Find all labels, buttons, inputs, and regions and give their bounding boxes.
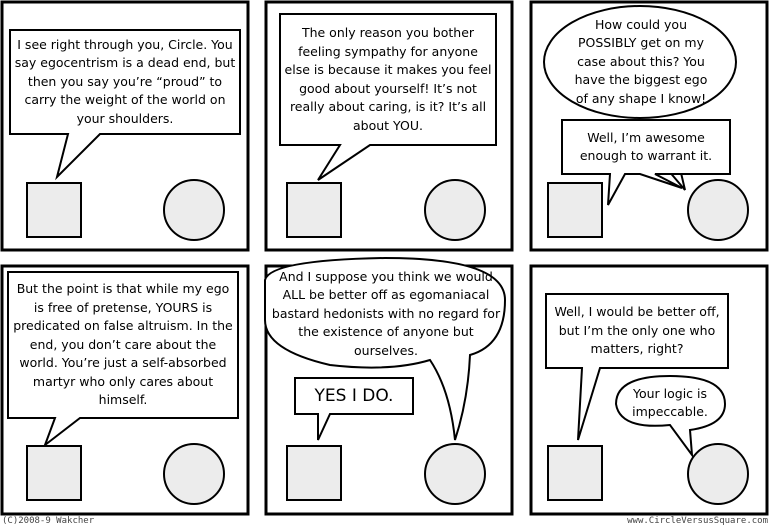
dialogue-p5b: YES I DO. — [314, 385, 394, 406]
circle-character — [163, 443, 225, 505]
speech-bubble-p5 — [264, 256, 507, 441]
square-character — [26, 182, 82, 238]
dialogue-p3a: How could you POSSIBLY get on my case ab… — [574, 16, 708, 106]
speech-bubble-p4 — [7, 271, 239, 448]
circle-character — [687, 179, 749, 241]
dialogue-p2: The only reason you bother feeling sympa… — [284, 25, 492, 133]
speech-bubble-p6 — [545, 293, 729, 441]
square-character — [547, 445, 603, 501]
speech-bubble-p6b — [614, 374, 727, 459]
square-character — [547, 182, 603, 238]
website-link[interactable]: www.CircleVersusSquare.com — [627, 516, 768, 526]
speech-bubble-p2 — [279, 13, 497, 181]
speech-bubble-p1 — [9, 29, 241, 181]
square-character — [286, 182, 342, 238]
dialogue-p6a: Well, I would be better off, but I’m the… — [554, 304, 720, 357]
square-character — [286, 445, 342, 501]
dialogue-p5a: And I suppose you think we would ALL be … — [271, 268, 501, 358]
circle-character — [687, 443, 749, 505]
square-character — [26, 445, 82, 501]
copyright-text: (C)2008-9 Wakcher — [2, 516, 95, 526]
dialogue-p1: I see right through you, Circle. You say… — [14, 36, 236, 126]
dialogue-p3b: Well, I’m awesome enough to warrant it. — [579, 129, 713, 164]
circle-character — [424, 179, 486, 241]
speech-bubble-p5b — [294, 377, 414, 441]
thought-bubble-p3 — [543, 5, 737, 119]
speech-bubble-p3 — [561, 119, 731, 206]
circle-character — [163, 179, 225, 241]
dialogue-p4: But the point is that while my ego is fr… — [13, 281, 233, 408]
circle-character — [424, 443, 486, 505]
dialogue-p6b: Your logic is impeccable. — [632, 385, 708, 420]
